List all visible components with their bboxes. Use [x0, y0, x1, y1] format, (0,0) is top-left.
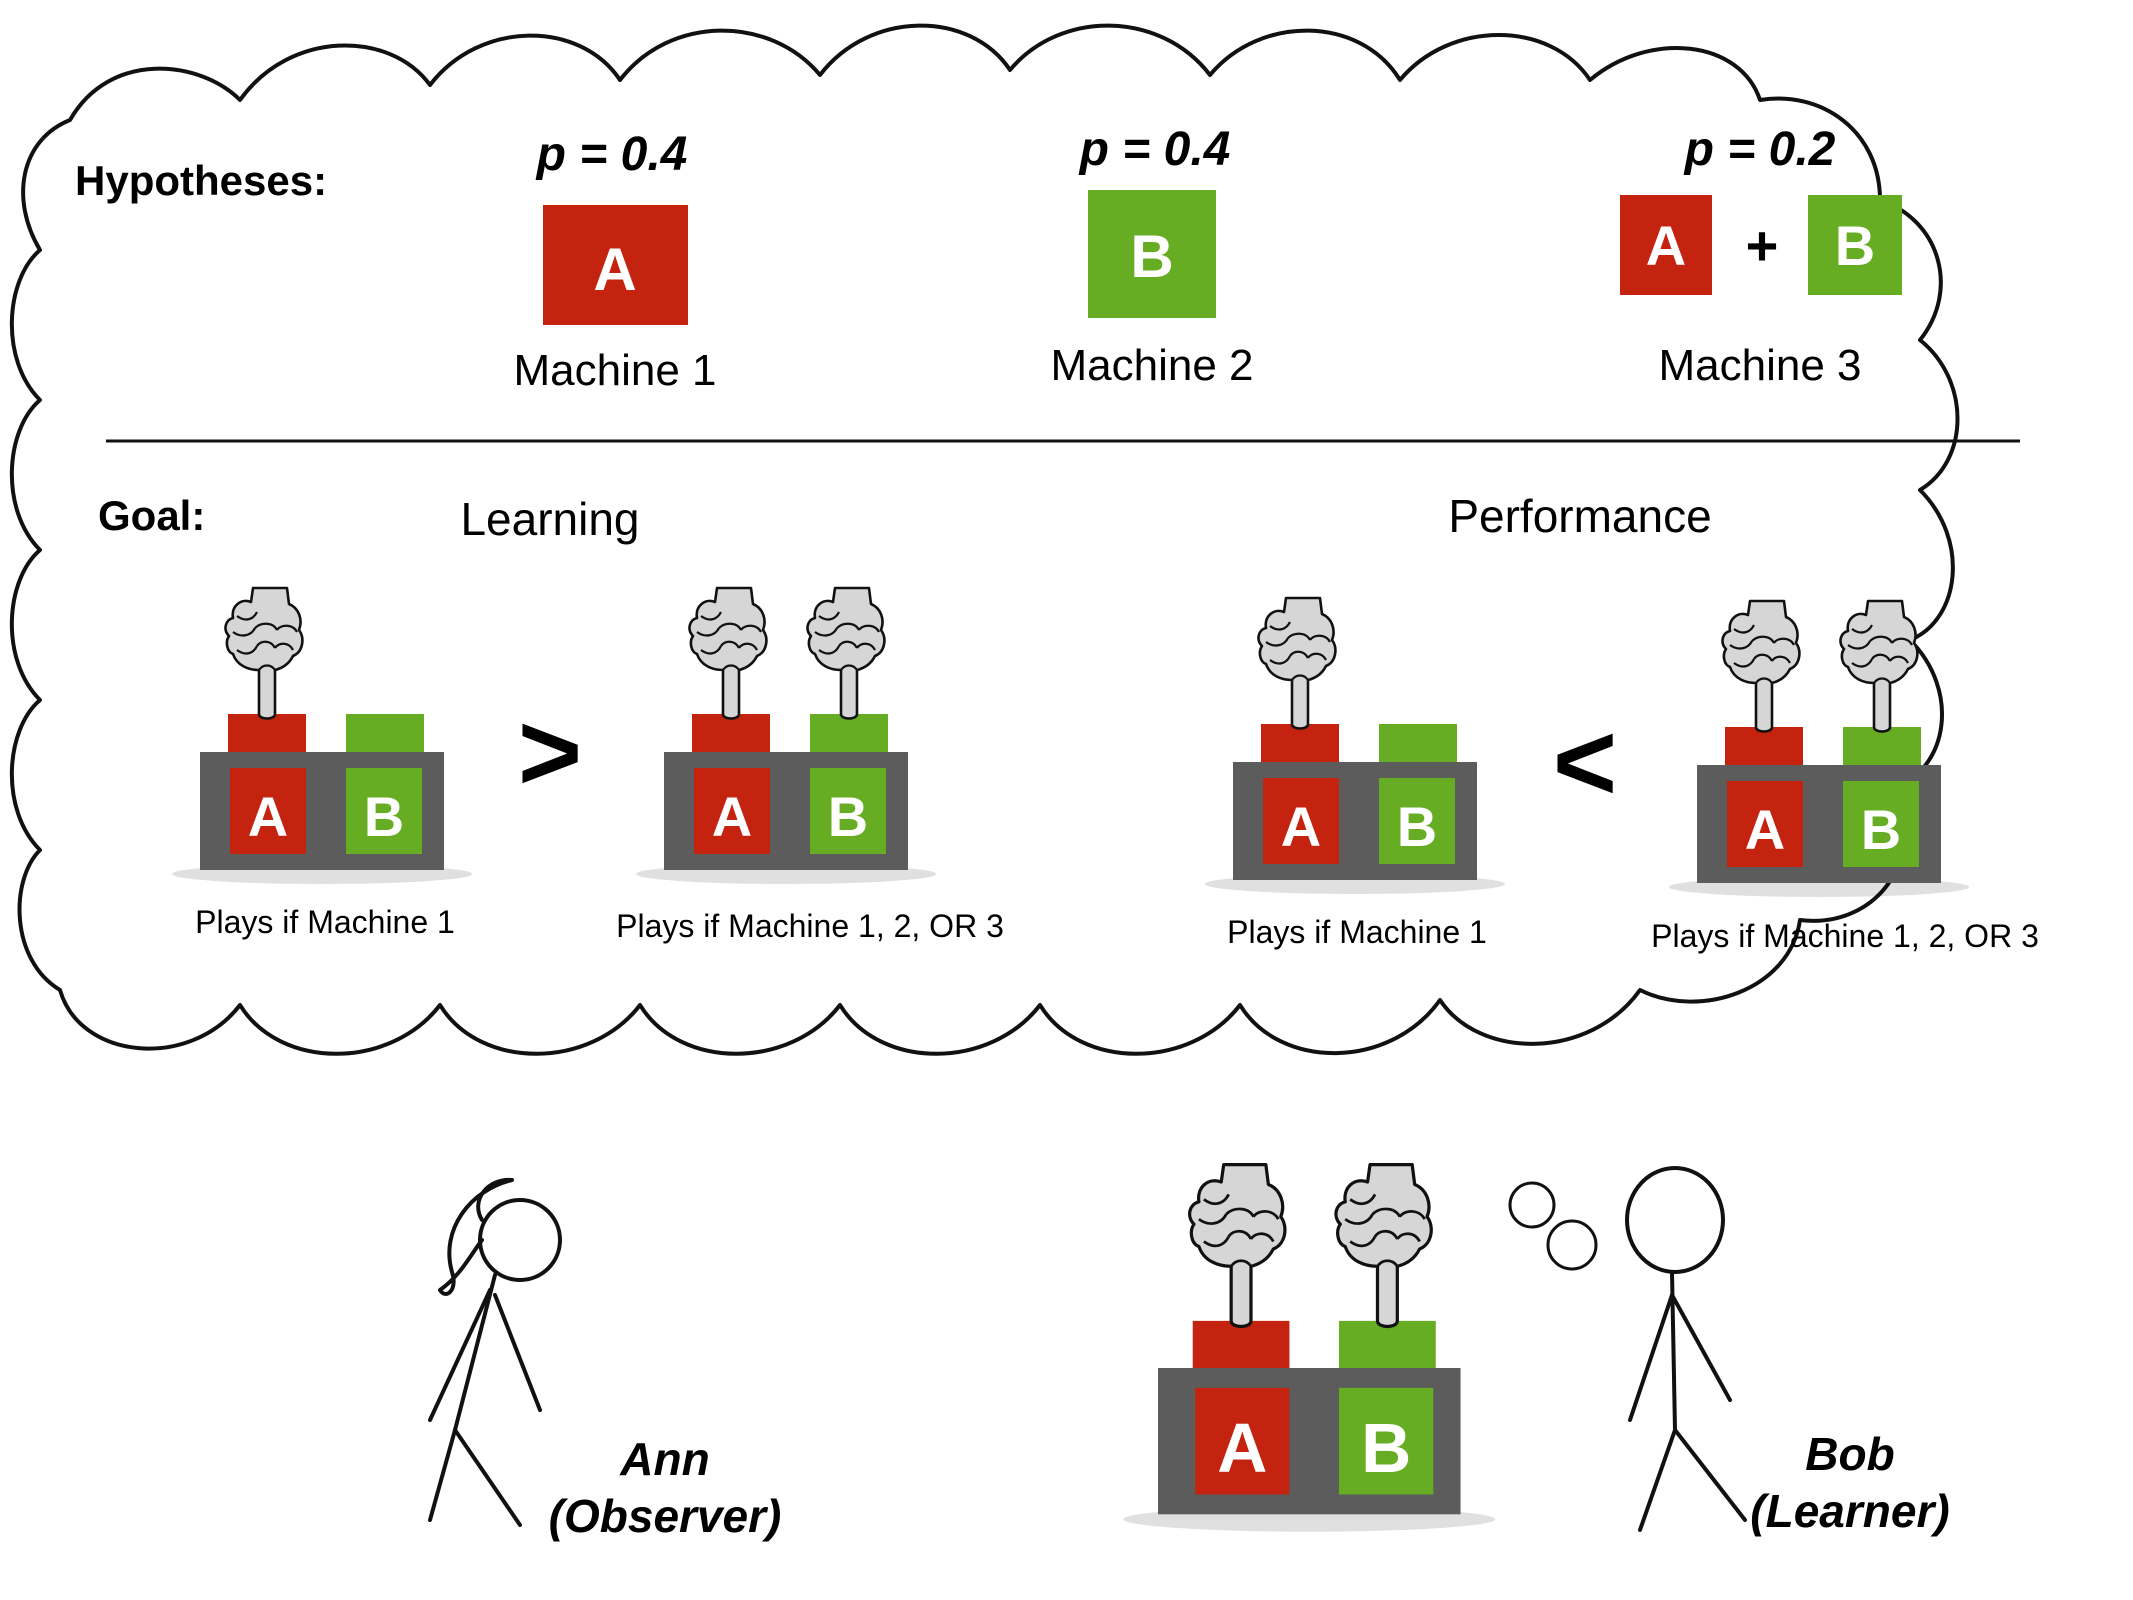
hypothesis-1-name: Machine 1 [513, 346, 716, 395]
learning-comparator: > [518, 691, 582, 814]
performance-right-top-button-b [1843, 727, 1921, 765]
performance-right-panel-a [1727, 781, 1803, 867]
hypothesis-2-box-b [1088, 190, 1216, 318]
learning-left-top-button-b [346, 714, 424, 752]
performance-right-panel-a-letter: A [1745, 798, 1785, 861]
performance-left-top-button-a [1261, 724, 1339, 762]
main-panel-a [1195, 1387, 1290, 1495]
learning-right-panel-a [694, 768, 770, 854]
performance-comparator: < [1553, 701, 1617, 824]
learning-right-panel-b [810, 768, 886, 854]
hypothesis-3-name: Machine 3 [1658, 341, 1861, 390]
learning-right-top-button-a [692, 714, 770, 752]
observer-role: (Observer) [549, 1490, 782, 1542]
performance-right-top-button-a [1725, 727, 1803, 765]
hypothesis-2-probability: p = 0.4 [1078, 123, 1231, 176]
main-top-button-a [1192, 1320, 1290, 1368]
performance-right-caption: Plays if Machine 1, 2, OR 3 [1651, 918, 2039, 954]
observer-name: Ann [619, 1433, 709, 1485]
learning-right-panel-b-letter: B [828, 785, 868, 848]
learning-right-panel-a-letter: A [712, 785, 752, 848]
learning-left-panel-b-letter: B [364, 785, 404, 848]
hypothesis-2-name: Machine 2 [1050, 341, 1253, 390]
goal-heading: Goal: [98, 492, 205, 539]
hypothesis-2-box-b-letter: B [1130, 223, 1173, 290]
hypothesis-1-box-a [543, 205, 688, 325]
performance-left-panel-a [1263, 778, 1339, 864]
pointing-hand-icon [1188, 1163, 1287, 1329]
learning-right-caption: Plays if Machine 1, 2, OR 3 [616, 908, 1004, 944]
main-panel-b-letter: B [1361, 1409, 1411, 1487]
performance-right-panel-b [1843, 781, 1919, 867]
hypothesis-3-box-b [1808, 195, 1902, 295]
learning-left-top-button-a [228, 714, 306, 752]
thought-dot-icon [1508, 1181, 1556, 1229]
performance-right-panel-b-letter: B [1861, 798, 1901, 861]
hypothesis-3-box-a-letter: A [1646, 214, 1686, 277]
hypothesis-3-plus: + [1746, 214, 1779, 277]
thought-dot-icon [1546, 1219, 1598, 1271]
main-top-button-b [1339, 1320, 1436, 1368]
hypotheses-heading: Hypotheses: [75, 157, 327, 204]
performance-left-panel-b [1379, 778, 1455, 864]
main-panel-a-letter: A [1217, 1409, 1267, 1487]
learning-left-panel-b [346, 768, 422, 854]
performance-left-caption: Plays if Machine 1 [1227, 914, 1487, 950]
stick-figure-icon [428, 1177, 562, 1527]
pointing-hand-icon [1334, 1163, 1433, 1329]
performance-left-top-button-b [1379, 724, 1457, 762]
hypothesis-3-probability: p = 0.2 [1683, 123, 1836, 176]
main-panel-b [1339, 1387, 1434, 1495]
performance-left-panel-b-letter: B [1397, 795, 1437, 858]
hypothesis-1-box-a-letter: A [593, 236, 636, 303]
hypothesis-3-box-a [1620, 195, 1712, 295]
hypothesis-3-box-b-letter: B [1835, 214, 1875, 277]
performance-title: Performance [1448, 490, 1711, 542]
learning-left-caption: Plays if Machine 1 [195, 904, 455, 940]
hypothesis-1-probability: p = 0.4 [535, 128, 688, 181]
learning-left-panel-a [230, 768, 306, 854]
stick-figure-icon [1625, 1166, 1747, 1532]
learning-right-top-button-b [810, 714, 888, 752]
learning-title: Learning [460, 493, 639, 545]
learner-role: (Learner) [1750, 1485, 1949, 1537]
learner-name: Bob [1805, 1428, 1894, 1480]
performance-left-panel-a-letter: A [1281, 795, 1321, 858]
learning-left-panel-a-letter: A [248, 785, 288, 848]
